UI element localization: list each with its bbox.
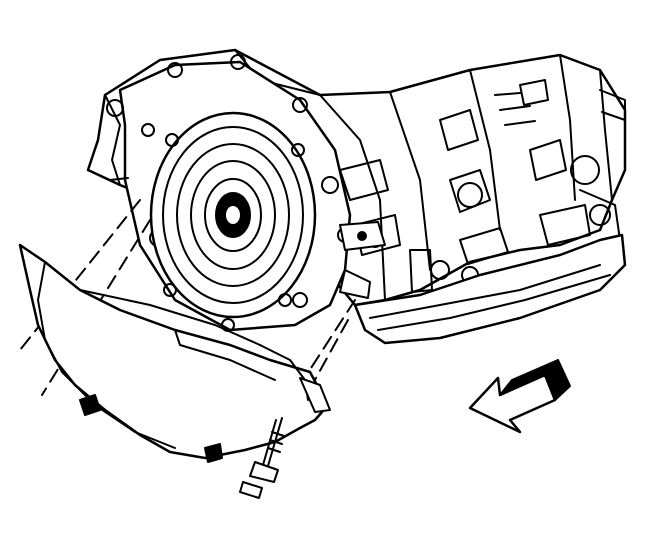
flywheel-cover [18, 243, 331, 463]
oil-pan [353, 233, 627, 345]
cover-bolt [239, 417, 285, 499]
mount-bracket [339, 221, 386, 299]
torque-converter [149, 111, 317, 319]
direction-arrow [468, 359, 571, 434]
